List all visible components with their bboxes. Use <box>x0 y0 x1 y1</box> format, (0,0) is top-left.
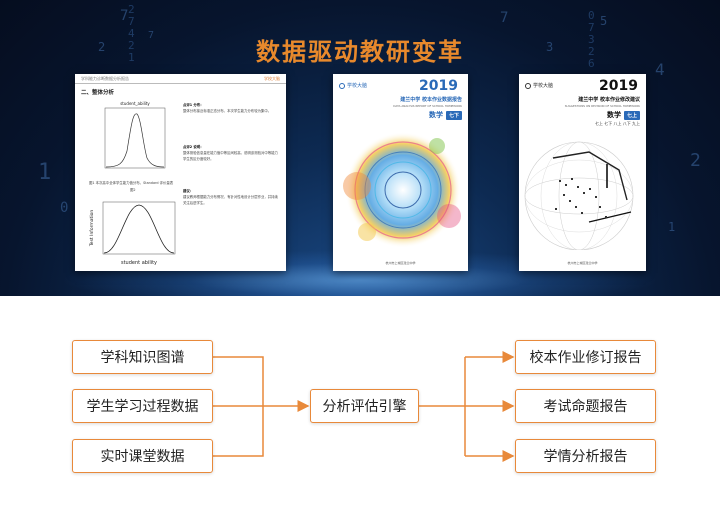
digit-rain: 2 7 4 2 1 <box>128 3 135 64</box>
output-homework-revision-report: 校本作业修订报告 <box>515 340 656 374</box>
subject-name: 数学 <box>428 111 443 119</box>
brand-logo-icon <box>525 82 531 89</box>
bg-digit: 3 <box>546 40 554 54</box>
report-topbar-title: 学科能力诊断数据分析报告 <box>81 76 129 81</box>
bg-digit: 7 <box>120 8 129 24</box>
density-curve <box>105 113 165 168</box>
page-title: 数据驱动教研变革 <box>256 38 464 66</box>
input-classroom-data: 实时课堂数据 <box>72 439 213 473</box>
information-curve <box>103 204 175 254</box>
plot-frame <box>102 201 176 255</box>
paragraph-body: 建议教师根据能力分布情况，有针对性地设计分层作业，并持续关注后进学生。 <box>183 195 278 205</box>
report-section-title: 二、整体分析 <box>81 90 115 96</box>
figure-caption: 图1 本次高中全体学生能力值分布，Standard 评价量表 <box>89 181 174 185</box>
subject-name: 数学 <box>606 111 621 119</box>
bg-digit: 5 <box>600 14 608 28</box>
brand: 学校大脑 <box>525 82 553 89</box>
brand: 学校大脑 <box>339 82 367 89</box>
grade-tag: 七上 <box>623 110 640 120</box>
homework-report-cover: 学校大脑 2019 建兰中学 校本作业数据报告 DATA ANALYSIS RE… <box>333 74 468 271</box>
paragraph-heading: 建议： <box>183 189 194 193</box>
cover-subject: 数学 七上 <box>607 110 640 120</box>
bg-digit: 1 <box>38 160 52 185</box>
brand-name: 学校大脑 <box>533 83 554 89</box>
input-learning-process-data: 学生学习过程数据 <box>72 389 213 423</box>
bg-digit: 7 <box>148 30 155 41</box>
cover-english-title: SUGGESTIONS ON REVISION OF SCHOOL HOMEWO… <box>564 104 640 108</box>
cover-footer: 杭州市上城区建兰中学 <box>567 261 598 265</box>
cover-year: 2019 <box>419 78 458 94</box>
cover-art-concentric-circles <box>343 132 461 248</box>
digit-rain: 0 7 3 2 6 <box>588 9 595 70</box>
cover-subject: 数学 七下 <box>429 110 462 120</box>
paragraph-heading: 点评2 说明： <box>183 145 204 149</box>
flow-connectors <box>213 351 515 462</box>
brand-logo-icon <box>339 82 345 89</box>
report-topbar-brand: 学校大脑 <box>264 76 280 81</box>
test-information-plot: student ability Test Information <box>89 201 176 266</box>
report-topbar: 学科能力诊断数据分析报告 学校大脑 <box>75 74 286 84</box>
bg-digit: 0 <box>60 200 69 216</box>
hero-banner: 7 2 7 1 0 7 3 5 4 2 1 2 7 4 2 1 0 7 3 2 … <box>0 0 720 296</box>
report-paragraph: 点评2 说明： 整体测验信息量在能力值中等区间较高，说明该测验对中等能力学生的区… <box>183 144 279 162</box>
grade-list: 七上 七下 八上 八下 九上 <box>594 121 640 126</box>
figure-caption-2: 图2 <box>130 188 136 192</box>
grade-tag: 七下 <box>445 110 462 120</box>
cover-year: 2019 <box>599 78 638 94</box>
plot-title: student_ability <box>120 101 150 106</box>
cover-art-globe <box>524 141 634 250</box>
bg-digit: 2 <box>690 150 701 171</box>
bg-digit: 7 <box>500 10 509 26</box>
input-knowledge-graph: 学科知识图谱 <box>72 340 213 374</box>
analysis-engine: 分析评估引擎 <box>310 389 419 423</box>
brand-name: 学校大脑 <box>347 83 368 89</box>
analysis-report-page: 学科能力诊断数据分析报告 学校大脑 二、整体分析 student_ability… <box>75 74 286 271</box>
paragraph-body: 整体分布接近标准正态分布，本次学生能力分布较为集中。 <box>183 109 272 113</box>
cover-english-title: DATA ANALYSIS REPORT OF SCHOOL HOMEWORK <box>393 104 462 108</box>
paragraph-body: 整体测验信息量在能力值中等区间较高，说明该测验对中等能力学生的区分度较好。 <box>183 151 278 161</box>
plot-xlabel: student ability <box>121 260 157 266</box>
bg-digit: 2 <box>98 40 106 54</box>
cover-school-title: 建兰中学 校本作业修改建议 <box>578 97 640 103</box>
plot-ylabel: Test Information <box>89 210 95 247</box>
paragraph-heading: 点评1 分布： <box>183 103 204 107</box>
plot-frame <box>104 107 166 169</box>
report-paragraph: 点评1 分布： 整体分布接近标准正态分布，本次学生能力分布较为集中。 <box>183 102 279 114</box>
output-learning-analysis-report: 学情分析报告 <box>515 439 656 473</box>
bg-digit: 1 <box>668 220 676 234</box>
report-paragraph: 建议： 建议教师根据能力分布情况，有针对性地设计分层作业，并持续关注后进学生。 <box>183 188 279 206</box>
ability-distribution-plot: student_ability <box>104 101 166 169</box>
homework-suggestions-cover: 学校大脑 2019 建兰中学 校本作业修改建议 SUGGESTIONS ON R… <box>519 74 646 271</box>
cover-footer: 杭州市上城区建兰中学 <box>385 261 416 265</box>
cover-school-title: 建兰中学 校本作业数据报告 <box>400 97 462 103</box>
bg-digit: 4 <box>655 60 665 79</box>
output-exam-design-report: 考试命题报告 <box>515 389 656 423</box>
